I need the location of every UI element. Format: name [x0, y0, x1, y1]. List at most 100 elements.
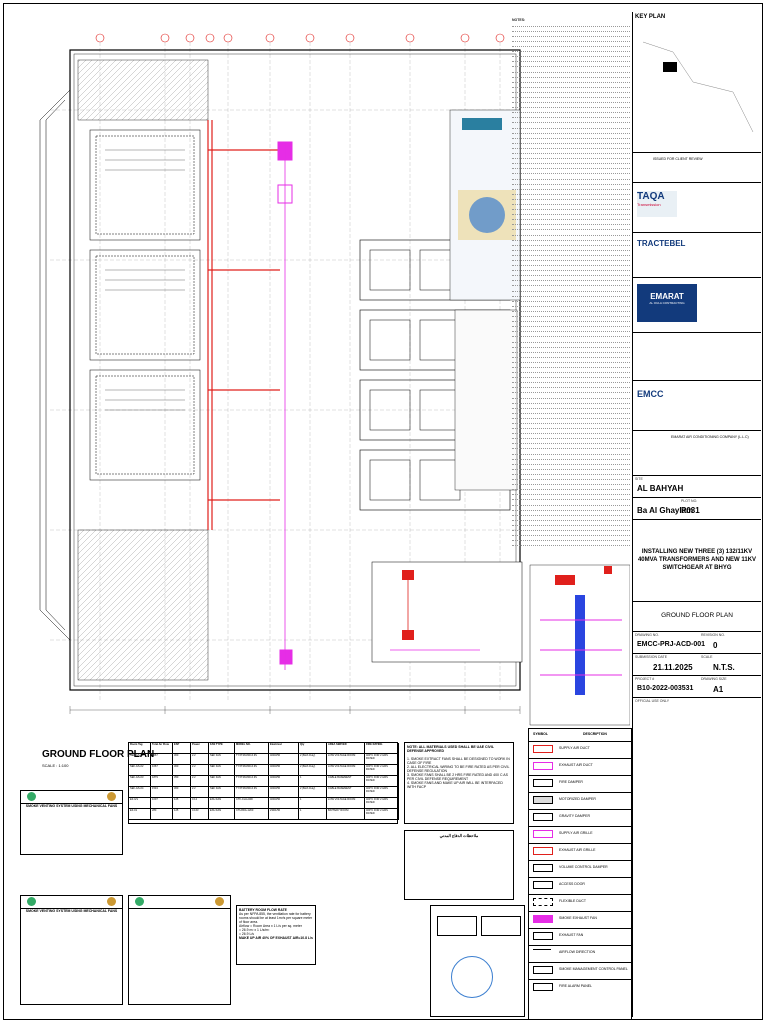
legend-row: SUPPLY AIR DUCT — [529, 741, 633, 755]
schedule-cell: TYXT28-800-6.3S — [235, 765, 269, 776]
schedule-cell: EXH FAN — [209, 809, 235, 820]
drawing-no-label: DRAWING NO. — [635, 633, 659, 637]
schedule-cell: 2.2 — [191, 776, 209, 787]
schedule-cell: Room Tag — [129, 743, 151, 754]
electrical-schematic — [529, 564, 630, 726]
drawing-title-box: GROUND FLOOR PLAN — [633, 601, 761, 631]
legend-row: EXHAUST AIR DUCT — [529, 758, 633, 772]
schedule-cell: BATTERY ROOM — [327, 809, 365, 820]
schedule-cell: 400/3/50 — [269, 787, 299, 798]
site-box: SITE AL BAHYAH — [633, 475, 761, 497]
scale-label: SCALE — [701, 655, 713, 659]
legend-row: EXHAUST FAN — [529, 928, 633, 942]
schedule-cell: 300 — [173, 765, 191, 776]
schedule-cell: 1667 — [151, 754, 173, 765]
legend-row: SMOKE EXHAUST FAN — [529, 911, 633, 925]
battery-line3: = 26.9 m² x 1 L/s/m² — [239, 928, 270, 932]
legend: SYMBOL DESCRIPTION SUPPLY AIR DUCT EXHAU… — [528, 728, 633, 1020]
legend-label: MOTORIZED DAMPER — [559, 797, 596, 801]
schedule-cell: 1 — [299, 776, 327, 787]
hatched-zone-top — [77, 59, 209, 121]
schedule-cell: 230/1/50 — [269, 809, 299, 820]
note-1: 1. SMOKE EXTRACT FANS SHALL BE DESIGNED … — [407, 757, 510, 765]
civil-defense-stamp-2: SMOKE VENTING SYSTEM USING MECHANICAL FA… — [20, 895, 123, 1005]
plan-scale: SCALE : 1:100 — [42, 763, 69, 768]
schedule-cell: 2 (Both Duty) — [299, 765, 327, 776]
schedule-cell: ESP — [173, 743, 191, 754]
legend-label: EXHAUST FAN — [559, 933, 584, 937]
cable-trays — [105, 149, 185, 411]
schedule-cell: SEF-GS-04 — [129, 787, 151, 798]
schedule-cell: 2.2 — [191, 787, 209, 798]
civil-defense-logo-icon — [107, 792, 116, 801]
schedule-cell: 125 — [173, 809, 191, 820]
schedule-cell: 400/3/50 — [269, 798, 299, 809]
uae-emblem-icon — [27, 897, 36, 906]
revision-table: ISSUED FOR CLIENT REVIEW — [633, 152, 761, 182]
schedule-cell: LOW VOLTAGE ROOM — [327, 765, 365, 776]
client-box: TAQA Transmission — [633, 182, 761, 232]
legend-row: AIRFLOW DIRECTION — [529, 945, 633, 959]
schedule-cell: 400°C FOR 2 HRS RATED — [365, 754, 399, 765]
hatched-zone-bottom — [77, 529, 209, 681]
schedule-cell: 1879 — [151, 776, 173, 787]
project-no-label: PROJECT # — [635, 677, 655, 681]
consultant-name: TRACTEBEL — [637, 239, 686, 248]
schedule-cell: Total Air Flow — [151, 743, 173, 754]
transformer-bays — [89, 129, 201, 481]
schedule-cell: 1 — [299, 798, 327, 809]
official-use-box: OFFICIAL USE ONLY — [633, 697, 761, 727]
battery-room-schematic — [371, 561, 523, 663]
legend-label: EXHAUST AIR DUCT — [559, 763, 593, 767]
legend-label: SMOKE EXHAUST FAN — [559, 916, 597, 920]
schedule-cell: Electrical — [269, 743, 299, 754]
schedule-cell: TYXT28-800-6.3S — [235, 787, 269, 798]
scale-value: N.T.S. — [713, 663, 735, 672]
contractor-name: EMARAT — [650, 292, 684, 301]
legend-label: ACCESS DOOR — [559, 882, 585, 886]
legend-row: VOLUME CONTROL DAMPER — [529, 860, 633, 874]
key-plan-label: KEY PLAN — [635, 14, 666, 20]
mep-name: EMCC — [637, 389, 664, 399]
consultant-box: TRACTEBEL — [633, 232, 761, 277]
client-sub: Transmission — [637, 202, 661, 207]
schedule-cell: SEF FAN — [209, 754, 235, 765]
tractebel-stamp — [437, 916, 477, 936]
spec-panel-1 — [449, 109, 521, 301]
exhaust-duct — [207, 120, 280, 530]
battery-line2: Airflow = Room Area x 1 L/s per sq. mete… — [239, 924, 302, 928]
contractor-sub: AL OULA CONTRACTING — [649, 301, 685, 305]
battery-line5: MAKE UP AIR 40% OF EXHAUST AIR=10.8 L/s — [239, 936, 313, 940]
schedule-cell: TYXT28-800-6.3S — [235, 754, 269, 765]
subcontractor-box: EMARAT AIR CONDITIONING COMPANY (L.L.C) — [633, 430, 761, 475]
schedule-cell: SEF FAN — [209, 765, 235, 776]
schedule-cell: Qty — [299, 743, 327, 754]
uae-emblem-icon — [27, 792, 36, 801]
note-3: 3. SMOKE FANS SHALL BE 2 HRS FIRE RATED … — [407, 773, 508, 781]
schedule-cell: LOW VOLTAGE ROOM — [327, 754, 365, 765]
schedule-cell: 125 — [173, 798, 191, 809]
legend-label: SUPPLY AIR GRILLE — [559, 831, 593, 835]
revision-label: REVISION NO. — [701, 633, 725, 637]
legend-label: SMOKE MANAGEMENT CONTROL PANEL — [559, 967, 628, 971]
schedule-cell: 2.2 — [191, 765, 209, 776]
legend-row: ACCESS DOOR — [529, 877, 633, 891]
project-no: B10-2022-003531 — [637, 685, 694, 692]
schedule-cell: SEF-GS-01 — [129, 754, 151, 765]
schedule-cell: Power — [191, 743, 209, 754]
schedule-cell: 1 — [299, 809, 327, 820]
schedule-cell: 300 — [173, 754, 191, 765]
schedule-cell: EXH FAN — [209, 798, 235, 809]
schedule-cell: SEF-GS-02 — [129, 765, 151, 776]
floor-plan — [39, 33, 630, 726]
contractor-box: EMARAT AL OULA CONTRACTING — [633, 277, 761, 332]
mep-box: EMCC — [633, 380, 761, 430]
battery-line4: = 26.9 L/s — [239, 932, 254, 936]
battery-flow-box: BATTERY ROOM FLOW RATE As per NFPA 855, … — [236, 905, 316, 965]
schedule-cell: 1667 — [151, 765, 173, 776]
schedule-cell: 0.12 — [191, 798, 209, 809]
schedule-cell: EF-GS — [129, 798, 151, 809]
civil-defense-logo-icon — [107, 897, 116, 906]
arabic-title: ملاحظات الدفاع المدني — [439, 833, 479, 838]
schedule-cell: MODEL NO. — [235, 743, 269, 754]
